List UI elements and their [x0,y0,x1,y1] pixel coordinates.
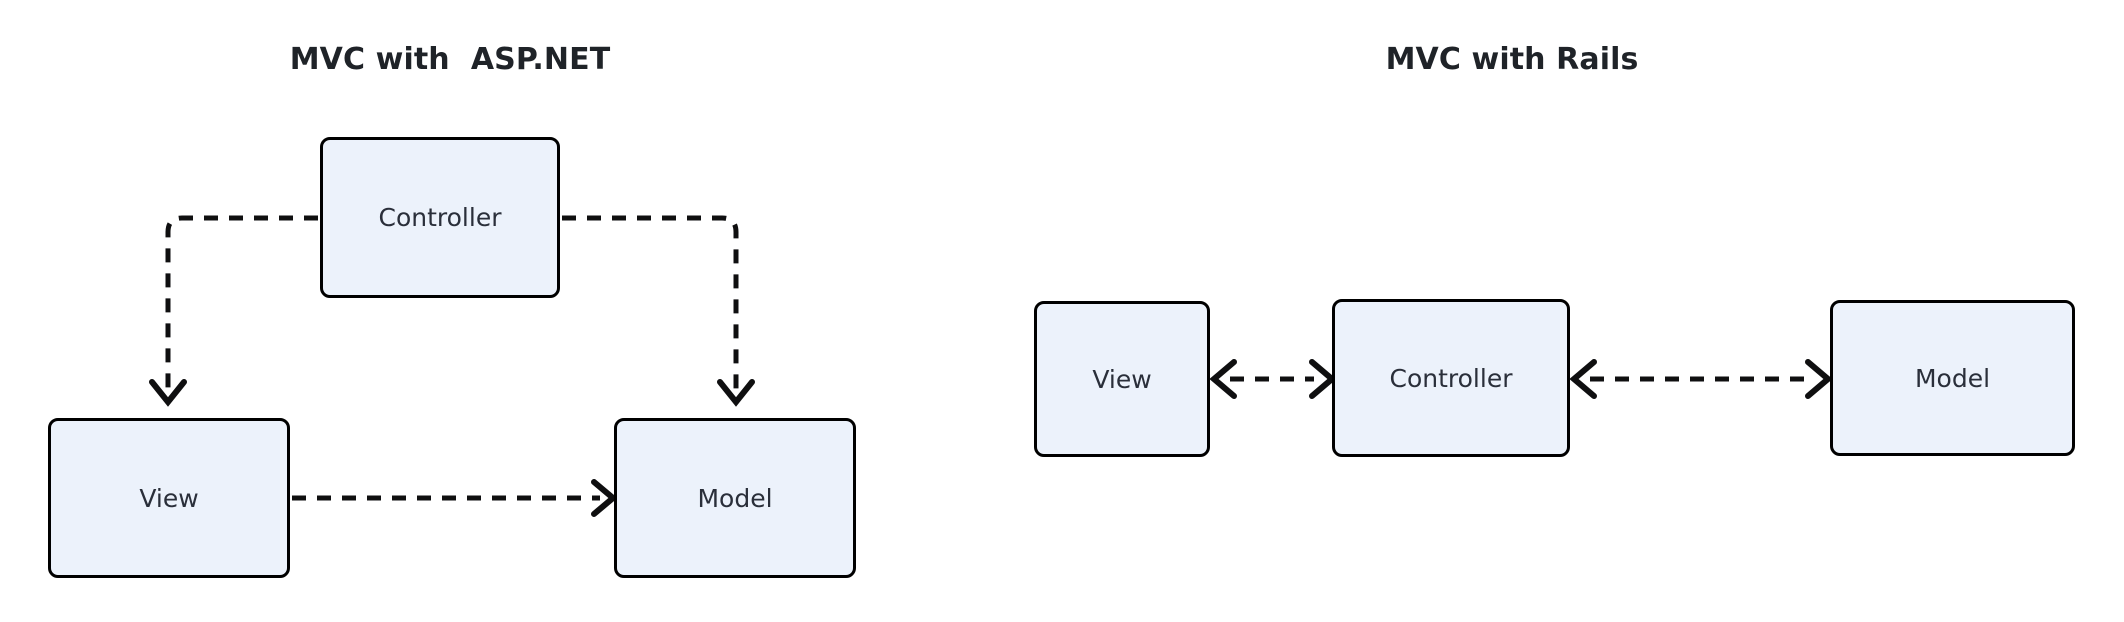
node-aspnet-controller[interactable]: Controller [320,137,560,298]
edge-controller-to-view [149,215,318,407]
node-aspnet-view[interactable]: View [48,418,290,578]
node-rails-controller[interactable]: Controller [1332,299,1570,457]
diagram-rails: MVC with Rails View Controller Model [900,0,2124,622]
node-label-view: View [1092,364,1152,394]
node-label-model: Model [697,483,773,513]
node-rails-model[interactable]: Model [1830,300,2075,456]
diagram-title-aspnet: MVC with ASP.NET [289,42,611,77]
diagram-title-rails: MVC with Rails [1385,42,1639,77]
node-rails-view[interactable]: View [1034,301,1210,457]
diagram-aspnet: MVC with ASP.NET Controller View [0,0,900,622]
node-aspnet-model[interactable]: Model [614,418,856,578]
edge-controller-model [1569,359,1833,399]
edge-view-to-model [292,479,618,517]
node-label-controller: Controller [378,203,502,232]
edge-controller-to-model [562,215,755,407]
node-label-controller: Controller [1389,363,1513,393]
node-label-model: Model [1914,363,1991,393]
edge-view-controller [1209,359,1337,399]
node-label-view: View [139,483,199,513]
